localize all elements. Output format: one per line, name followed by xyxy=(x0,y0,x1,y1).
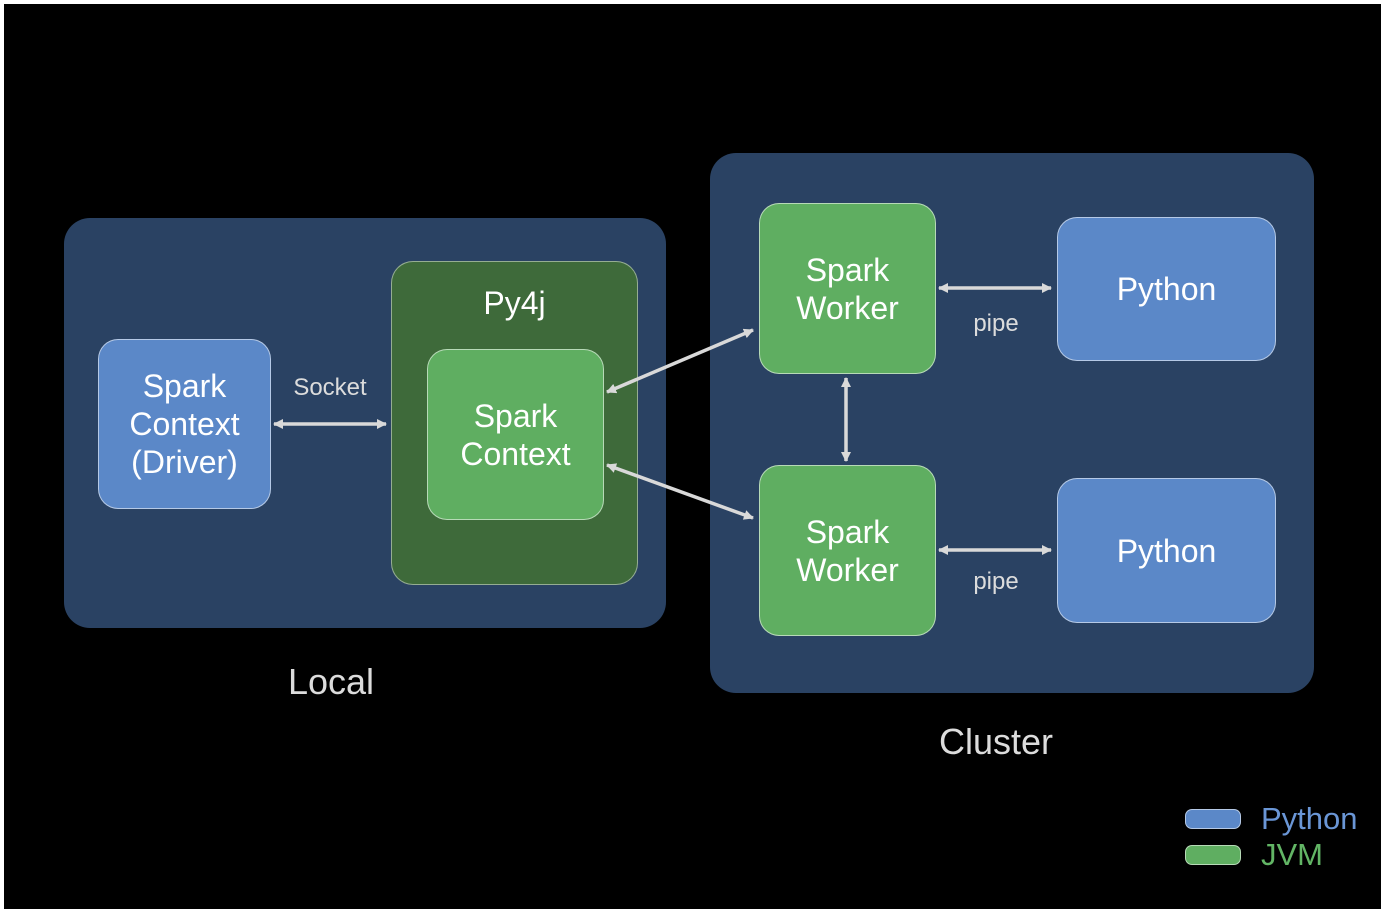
spark-worker-top-box: Spark Worker xyxy=(759,203,936,374)
legend-jvm-label: JVM xyxy=(1261,837,1323,872)
legend-python-label: Python xyxy=(1261,801,1358,836)
local-region-label: Local xyxy=(287,661,375,702)
socket-label: Socket xyxy=(293,374,367,401)
cluster-region-label: Cluster xyxy=(938,721,1054,762)
pipe-top-label: pipe xyxy=(973,310,1019,337)
diagram-canvas: Spark Context (Driver) Socket Py4j Spark… xyxy=(4,4,1381,909)
legend-jvm-swatch xyxy=(1185,845,1241,865)
py4j-title: Py4j xyxy=(483,285,546,321)
jvm-spark-context-box: Spark Context xyxy=(427,349,604,520)
driver-spark-context-box: Spark Context (Driver) xyxy=(98,339,271,509)
python-bottom-box: Python xyxy=(1057,478,1276,623)
context-worker-bottom-arrow xyxy=(606,463,754,520)
spark-worker-bottom-box: Spark Worker xyxy=(759,465,936,636)
connection-arrows xyxy=(273,283,1052,555)
pipe-bottom-label: pipe xyxy=(973,568,1019,595)
context-worker-top-arrow xyxy=(606,328,754,394)
legend-python-swatch xyxy=(1185,809,1241,829)
python-top-box: Python xyxy=(1057,217,1276,361)
